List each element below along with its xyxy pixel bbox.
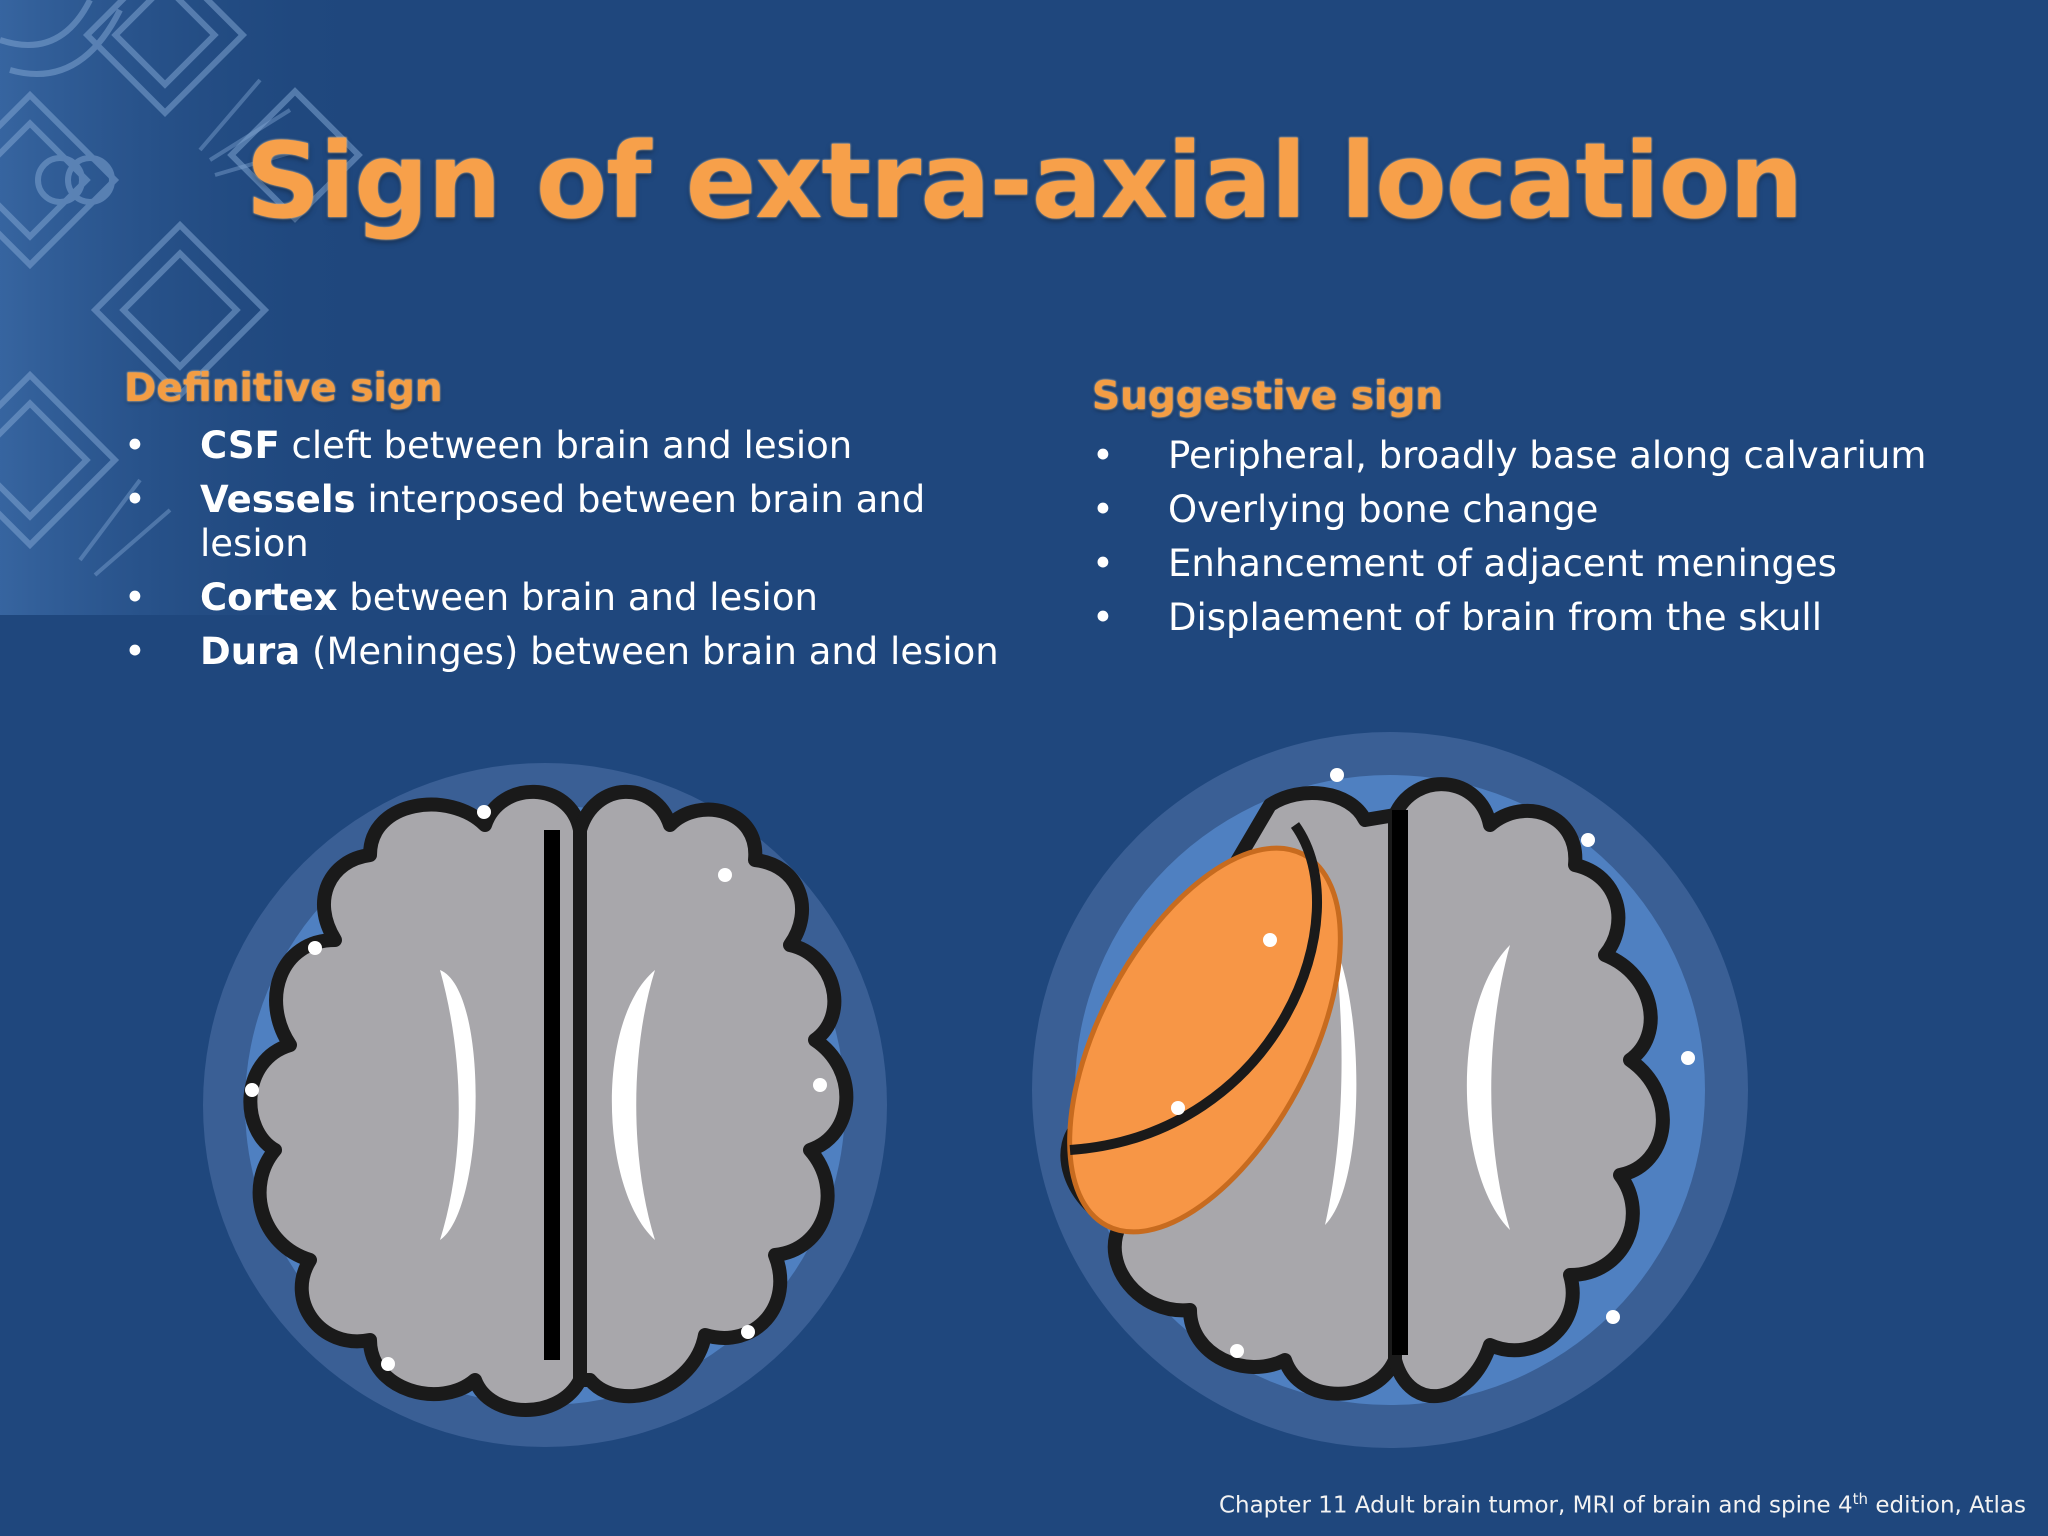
bullet-icon: • xyxy=(124,478,146,521)
item-text: Enhancement of adjacent meninges xyxy=(1168,542,1837,585)
list-item: • Cortex between brain and lesion xyxy=(124,576,1024,620)
slide-title: Sign of extra-axial location xyxy=(245,120,1804,242)
brain-outline xyxy=(573,784,854,1404)
list-item: • Displaement of brain from the skull xyxy=(1092,596,2032,640)
suggestive-sign-heading: Suggestive sign xyxy=(1092,374,1444,419)
ventricle-right xyxy=(1466,945,1510,1230)
decorative-pattern-icon xyxy=(0,0,370,615)
term: Dura xyxy=(200,630,301,673)
term-description: (Meninges) between brain and lesion xyxy=(300,630,999,673)
list-item: • Vessels interposed between brain and le… xyxy=(124,478,1024,566)
item-text: Overlying bone change xyxy=(1168,488,1599,531)
vessel-dots xyxy=(1171,768,1695,1358)
list-item: • CSF cleft between brain and lesion xyxy=(124,424,1024,468)
citation-superscript: th xyxy=(1852,1490,1869,1508)
list-item: • Overlying bone change xyxy=(1092,488,2032,532)
term-description: interposed between brain and lesion xyxy=(200,478,926,565)
citation: Chapter 11 Adult brain tumor, MRI of bra… xyxy=(1219,1490,2026,1519)
ventricle-left xyxy=(1325,945,1357,1225)
item-text: Displaement of brain from the skull xyxy=(1168,596,1822,639)
list-item: • Peripheral, broadly base along calvariu… xyxy=(1092,434,2032,478)
bullet-icon: • xyxy=(1092,434,1114,477)
term: CSF xyxy=(200,424,280,467)
term-description: between brain and lesion xyxy=(337,576,818,619)
term: Vessels xyxy=(200,478,356,521)
term-description: cleft between brain and lesion xyxy=(279,424,853,467)
term: Cortex xyxy=(200,576,338,619)
bullet-icon: • xyxy=(124,424,146,467)
definitive-sign-list: • CSF cleft between brain and lesion • Ves… xyxy=(124,424,1024,684)
ventricle-right xyxy=(611,970,655,1240)
citation-text-after: edition, Atlas xyxy=(1868,1492,2026,1519)
bullet-icon: • xyxy=(124,576,146,619)
bullet-icon: • xyxy=(1092,542,1114,585)
compressed-cortex-edge xyxy=(1069,822,1322,1155)
item-text: Peripheral, broadly base along calvarium xyxy=(1168,434,1927,477)
suggestive-sign-list: • Peripheral, broadly base along calvariu… xyxy=(1092,434,2032,650)
list-item: • Enhancement of adjacent meninges xyxy=(1092,542,2032,586)
citation-text: Chapter 11 Adult brain tumor, MRI of bra… xyxy=(1218,1492,1853,1519)
list-item: • Dura (Meninges) between brain and lesio… xyxy=(124,630,1024,674)
bullet-icon: • xyxy=(1092,488,1114,531)
vessel-dots xyxy=(245,805,827,1371)
brain-outline xyxy=(1388,777,1670,1404)
bullet-icon: • xyxy=(124,630,146,673)
definitive-sign-heading: Definitive sign xyxy=(124,366,443,411)
bullet-icon: • xyxy=(1092,596,1114,639)
brain-with-extra-axial-lesion-icon xyxy=(1032,732,1748,1448)
ventricle-left xyxy=(440,970,476,1240)
brain-axial-diagram-icon xyxy=(203,763,887,1447)
brain-outline xyxy=(243,784,587,1417)
